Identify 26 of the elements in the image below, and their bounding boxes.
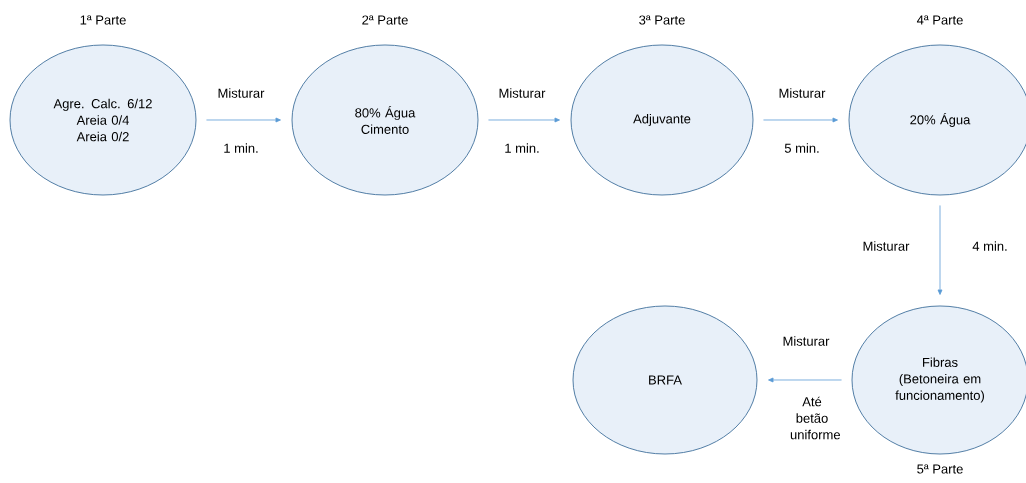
part-heading: 5ª Parte bbox=[917, 464, 963, 474]
arrow bbox=[488, 117, 560, 123]
edge-label: Misturar bbox=[218, 88, 265, 98]
duration-label: 1 min. bbox=[505, 143, 539, 153]
ellipse-node: BRFA bbox=[572, 305, 758, 455]
part-heading: 1ª Parte bbox=[80, 15, 126, 25]
arrow bbox=[937, 205, 943, 295]
arrow bbox=[768, 377, 842, 383]
ellipse-node: Agre. Calc. 6/12 Areia 0/4 Areia 0/2 bbox=[9, 44, 197, 196]
ellipse-node: 80% Água Cimento bbox=[291, 44, 479, 196]
ellipse-node: 20% Água bbox=[848, 44, 1026, 196]
arrow bbox=[763, 117, 838, 123]
part-heading: 2ª Parte bbox=[362, 15, 408, 25]
duration-label: 5 min. bbox=[784, 143, 819, 153]
ellipse-node: Fibras (Betoneira em funcionamento) bbox=[851, 305, 1026, 455]
edge-label: Misturar bbox=[783, 336, 830, 346]
part-heading: 3ª Parte bbox=[639, 15, 685, 25]
edge-label: Misturar bbox=[863, 241, 910, 251]
ellipse-node: Adjuvante bbox=[570, 44, 754, 196]
arrow bbox=[206, 117, 281, 123]
duration-label: 1 min. bbox=[224, 143, 258, 153]
edge-label: Misturar bbox=[499, 88, 546, 98]
duration-label: 4 min. bbox=[972, 241, 1007, 251]
part-heading: 4ª Parte bbox=[916, 15, 963, 25]
edge-label: Misturar bbox=[779, 88, 826, 98]
duration-label: Até betão uniforme bbox=[790, 396, 840, 440]
